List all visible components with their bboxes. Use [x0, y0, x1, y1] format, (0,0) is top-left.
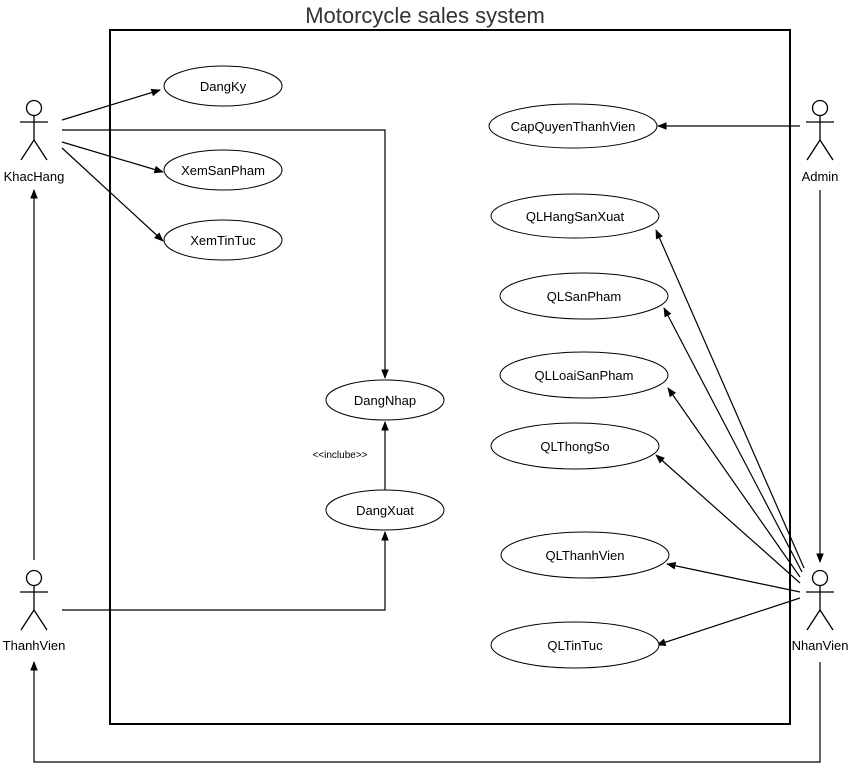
system-boundary	[109, 29, 791, 725]
usecase-label: QLHangSanXuat	[526, 209, 625, 224]
usecase-qlhangsanxuat: QLHangSanXuat	[490, 193, 660, 239]
edge-nhanvien-qlsanpham	[663, 307, 803, 573]
usecase-qltintuc: QLTinTuc	[490, 621, 660, 669]
edge-thanhvien-dangxuat	[62, 531, 389, 611]
actor-nhanvien	[806, 569, 834, 631]
edge-nhanvien-qlthongso	[655, 454, 801, 584]
usecase-label: QLLoaiSanPham	[534, 368, 633, 383]
actor-label-thanhvien: ThanhVien	[3, 638, 66, 653]
usecase-label: QLTinTuc	[547, 638, 603, 653]
usecase-dangnhap: DangNhap	[325, 379, 445, 421]
edge-khachhang-xemtintuc	[61, 147, 164, 242]
usecase-qlthanhvien: QLThanhVien	[500, 531, 670, 579]
system-title: Motorcycle sales system	[305, 3, 545, 28]
usecase-label: DangNhap	[354, 393, 416, 408]
edge-nhanvien-qlhangsanxuat	[655, 229, 805, 569]
edge-nhanvien-qlloaisanpham	[667, 387, 801, 578]
actor-label-admin: Admin	[802, 169, 839, 184]
actor-label-khachhang: KhacHang	[4, 169, 65, 184]
usecase-capquyen: CapQuyenThanhVien	[488, 103, 658, 149]
edge-khachhang-dangnhap	[62, 129, 389, 379]
usecase-dangxuat: DangXuat	[325, 489, 445, 531]
usecase-xemsanpham: XemSanPham	[163, 149, 283, 191]
actor-admin	[806, 99, 834, 161]
usecase-label: XemTinTuc	[190, 233, 256, 248]
edge-khachhang-xemsanpham	[61, 141, 164, 174]
edge-nhanvien-thanhvien	[30, 661, 821, 763]
usecase-label: DangKy	[200, 79, 247, 94]
actor-khachhang	[20, 99, 48, 161]
edge-nhanvien-qlthanhvien	[666, 562, 801, 593]
usecase-xemtintuc: XemTinTuc	[163, 219, 283, 261]
usecase-label: QLThanhVien	[545, 548, 624, 563]
edge-nhanvien-qltintuc	[656, 597, 801, 646]
usecase-qlsanpham: QLSanPham	[499, 272, 669, 320]
usecase-label: XemSanPham	[181, 163, 265, 178]
actor-thanhvien	[20, 569, 48, 631]
usecase-qlthongso: QLThongSo	[490, 422, 660, 470]
include-label: <<inclube>>	[312, 450, 367, 461]
associations	[30, 88, 824, 763]
usecase-qlloaisanpham: QLLoaiSanPham	[499, 351, 669, 399]
usecase-label: CapQuyenThanhVien	[511, 119, 636, 134]
usecase-label: QLThongSo	[540, 439, 609, 454]
edge-khachhang-dangky	[61, 88, 161, 121]
actor-label-nhanvien: NhanVien	[792, 638, 849, 653]
usecase-dangky: DangKy	[163, 65, 283, 107]
usecase-label: DangXuat	[356, 503, 414, 518]
usecase-label: QLSanPham	[547, 289, 621, 304]
